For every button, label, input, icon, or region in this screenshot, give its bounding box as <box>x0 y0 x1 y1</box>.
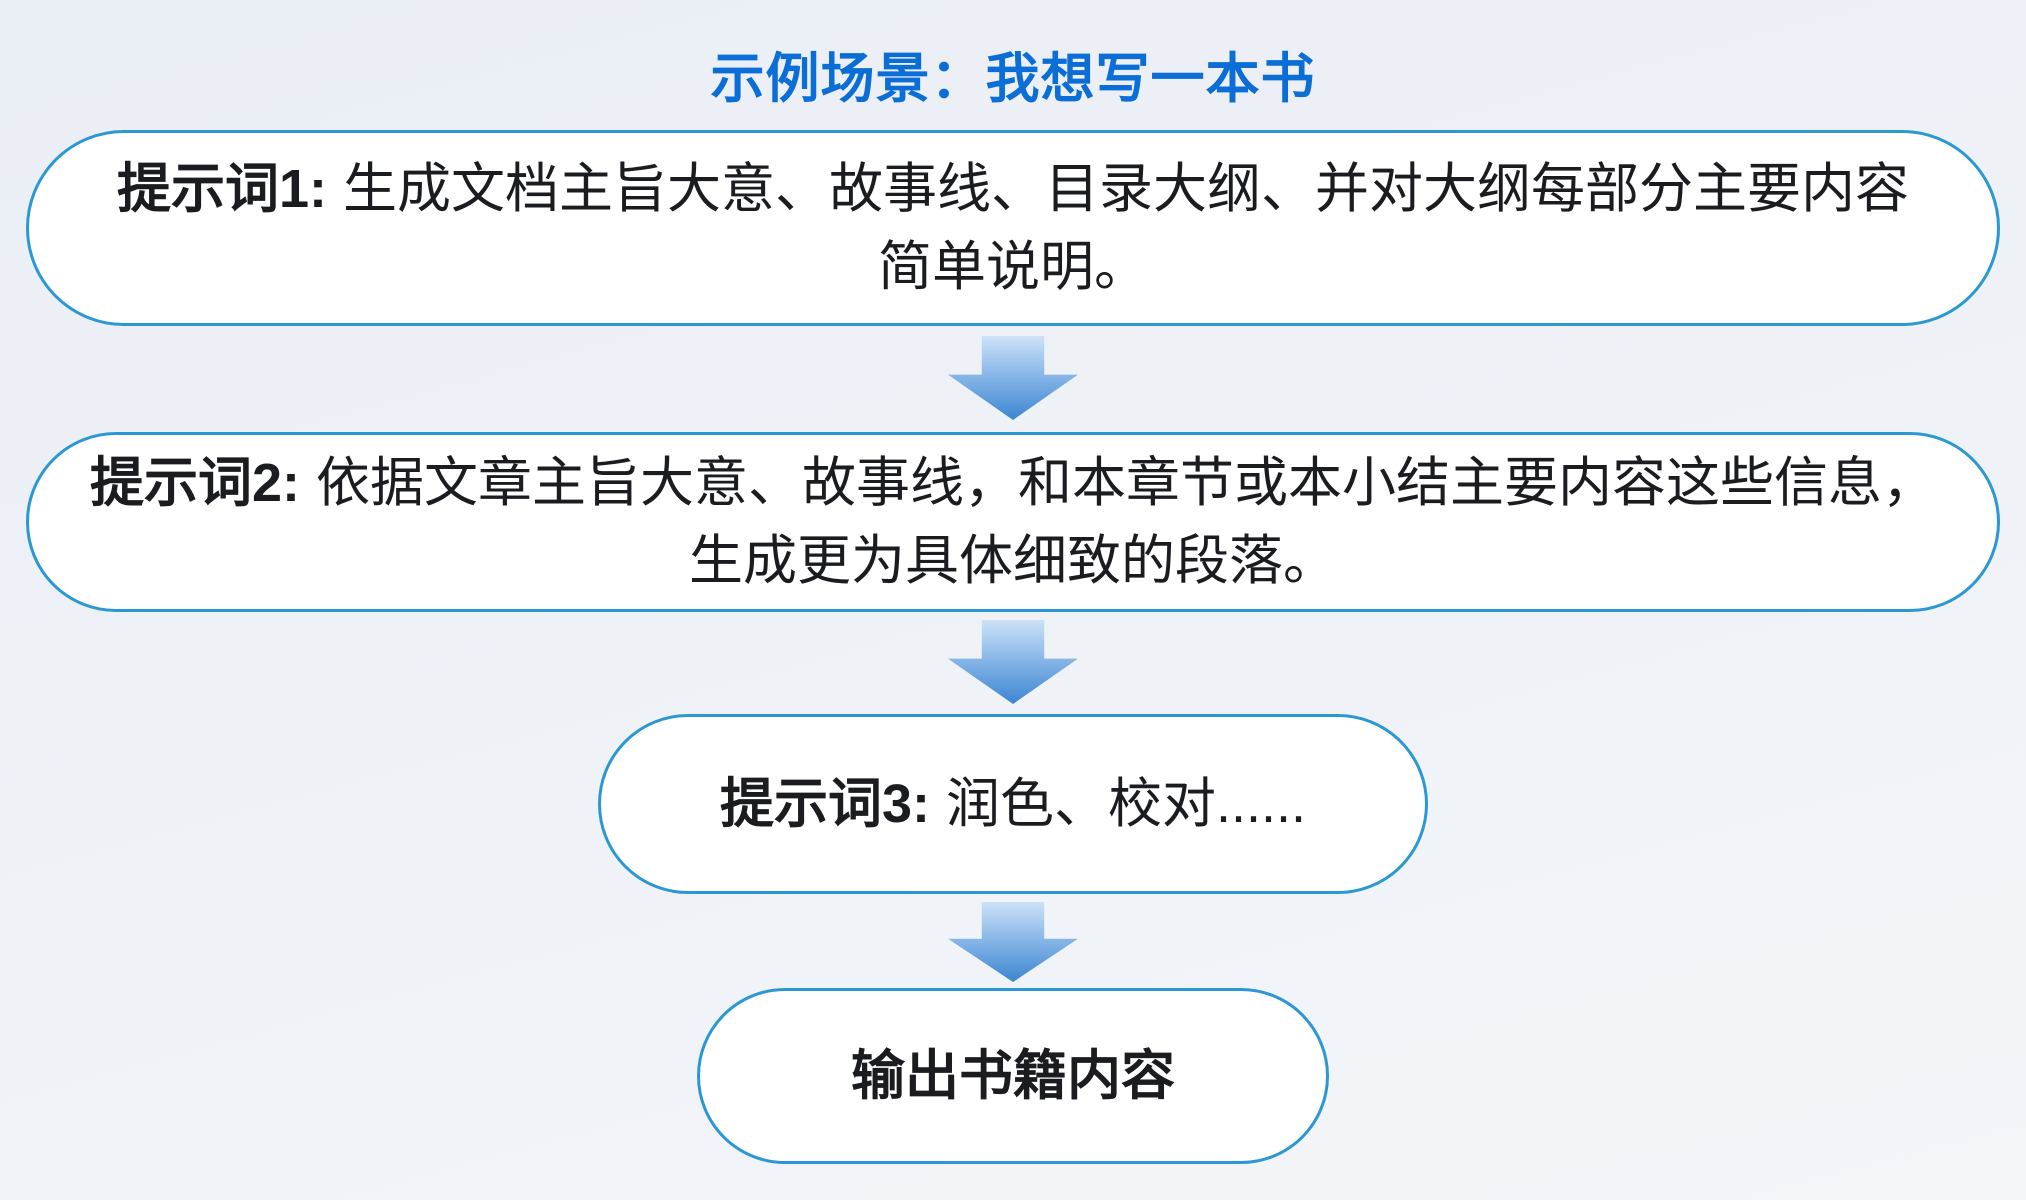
step-box-prompt-2: 提示词2: 依据文章主旨大意、故事线，和本章节或本小结主要内容这些信息， 生成更为… <box>26 432 2000 612</box>
step-text: 生成更为具体细致的段落。 <box>689 531 1337 591</box>
arrow-down-icon <box>948 620 1078 704</box>
output-text: 输出书籍内容 <box>851 1045 1175 1106</box>
step-line: 提示词1: 生成文档主旨大意、故事线、目录大纲、并对大纲每部分主要内容 <box>117 150 1909 228</box>
step-text: 依据文章主旨大意、故事线，和本章节或本小结主要内容这些信息， <box>316 452 1936 513</box>
output-box: 输出书籍内容 <box>697 988 1329 1164</box>
diagram-title: 示例场景：我想写一本书 <box>710 49 1316 109</box>
step-line: 提示词3:润色、校对...... <box>720 765 1306 843</box>
step-text: 生成文档主旨大意、故事线、目录大纲、并对大纲每部分主要内容 <box>343 158 1909 219</box>
arrow-down-icon <box>948 902 1078 982</box>
step-label: 提示词2: <box>89 452 300 513</box>
step-box-prompt-3: 提示词3:润色、校对...... <box>598 714 1428 894</box>
step-box-prompt-1: 提示词1: 生成文档主旨大意、故事线、目录大纲、并对大纲每部分主要内容 简单说明。 <box>26 130 2000 326</box>
step-line: 提示词2: 依据文章主旨大意、故事线，和本章节或本小结主要内容这些信息， <box>90 444 1936 522</box>
step-label: 提示词1: <box>116 158 327 219</box>
step-label: 提示词3: <box>719 773 930 834</box>
step-text: 润色、校对...... <box>945 773 1307 834</box>
step-text: 简单说明。 <box>878 237 1148 297</box>
arrow-down-icon <box>948 336 1078 420</box>
